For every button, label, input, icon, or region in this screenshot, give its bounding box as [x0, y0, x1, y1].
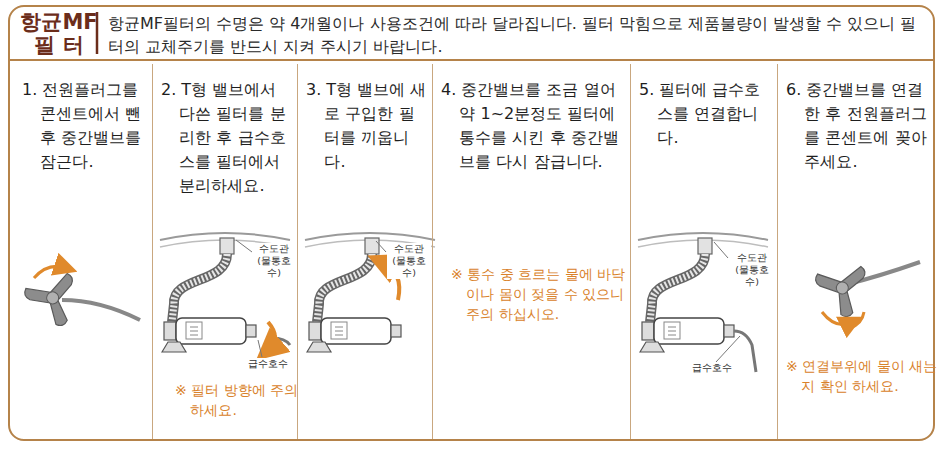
- part-label: 급수호수: [244, 358, 292, 370]
- part-label: 수도관 (물통호수): [252, 243, 296, 279]
- part-label: 급수호수: [688, 362, 736, 374]
- step-column: 4. 중간밸브를 조금 열어 약 1~2분정도 필터에 통수를 시킨 후 중간밸…: [432, 64, 630, 439]
- step-text: 4. 중간밸브를 조금 열어 약 1~2분정도 필터에 통수를 시킨 후 중간밸…: [441, 78, 626, 174]
- step-column: 6. 중간밸브를 연결한 후 전원플러그를 콘센트에 꽂아 주세요.※ 연결부위…: [777, 64, 932, 439]
- panel-heading: 항균MF 필 터: [20, 11, 98, 57]
- step-text: 2. T형 밸브에서 다쓴 필터를 분리한 후 급수호스를 필터에서 분리하세요…: [161, 78, 293, 198]
- caution-note: ※ 통수 중 흐르는 물에 바닥이나 몸이 젖을 수 있으니 주의 하십시오.: [451, 264, 626, 324]
- step-text: 3. T형 밸브에 새로 구입한 필터를 끼웁니다.: [306, 78, 428, 174]
- part-label: 수도관 (물통호수): [730, 252, 774, 288]
- instruction-panel: 항균MF 필 터항균MF필터의 수명은 약 4개월이나 사용조건에 따라 달라집…: [8, 5, 935, 441]
- part-label: 수도관 (물통호수): [387, 243, 431, 279]
- step-text: 6. 중간밸브를 연결한 후 전원플러그를 콘센트에 꽂아 주세요.: [786, 78, 928, 174]
- step-column: 1. 전원플러그를 콘센트에서 뺀 후 중간밸브를 잠근다.: [14, 64, 152, 439]
- panel-notice: 항균MF필터의 수명은 약 4개월이나 사용조건에 따라 달라집니다. 필터 막…: [108, 12, 926, 58]
- caution-note: ※ 필터 방향에 주의하세요.: [175, 380, 302, 420]
- caution-note: ※ 연결부위에 물이 새는지 확인 하세요.: [786, 356, 941, 396]
- step-text: 1. 전원플러그를 콘센트에서 뺀 후 중간밸브를 잠근다.: [22, 78, 148, 174]
- step-text: 5. 필터에 급수호스를 연결합니다.: [639, 78, 773, 150]
